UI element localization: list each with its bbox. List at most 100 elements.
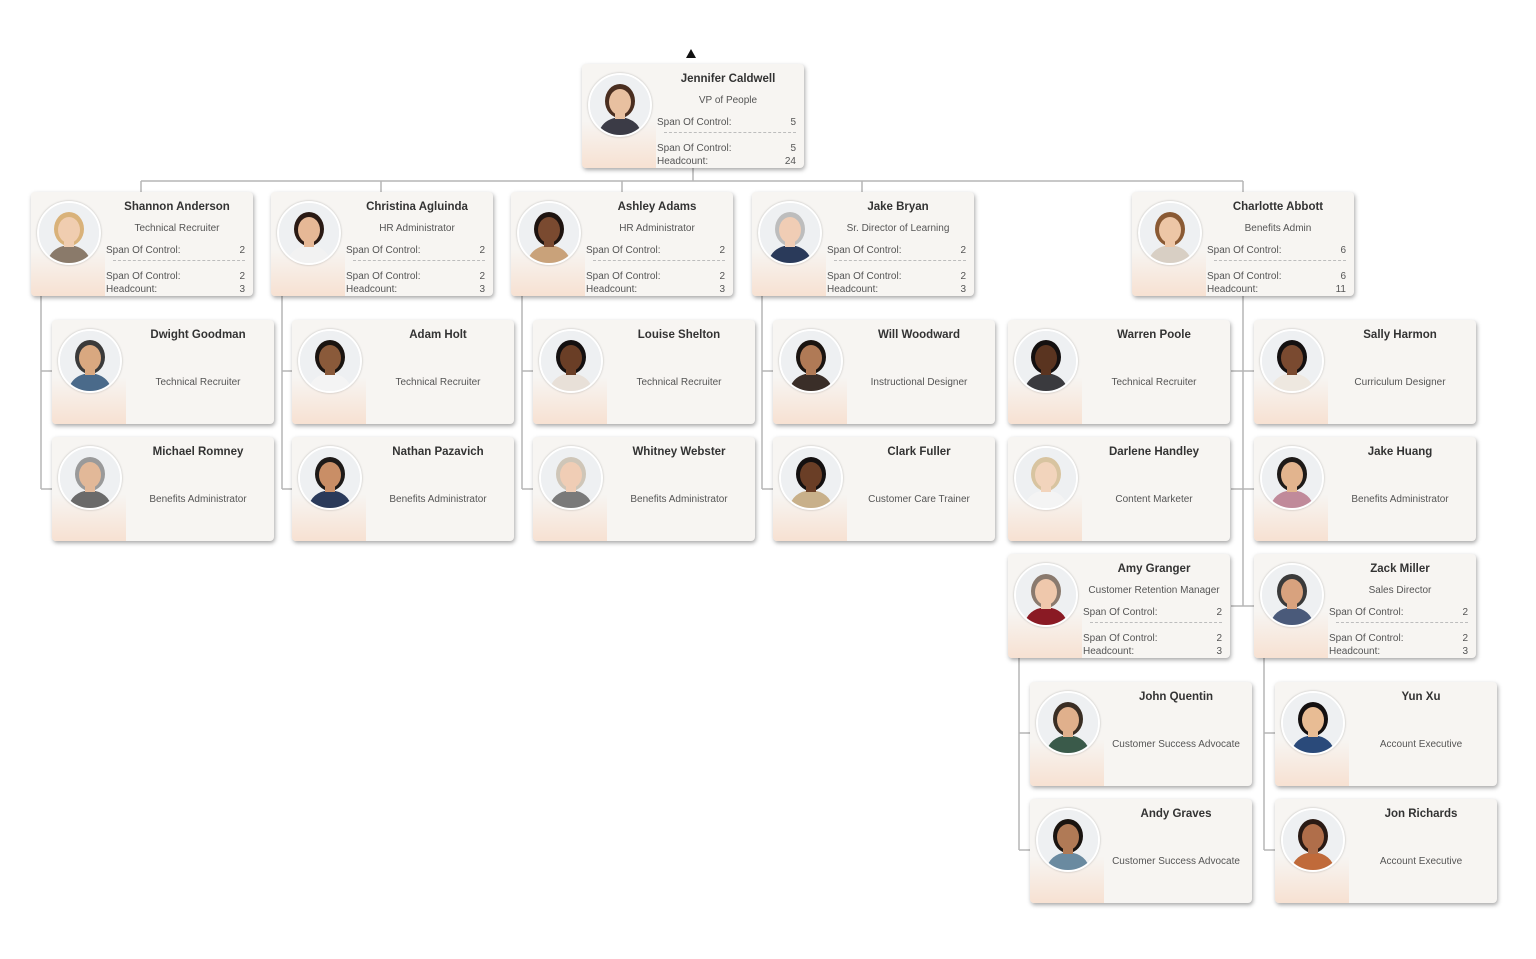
span-label: Span Of Control: [1329,607,1404,618]
employee-title: Technical Recruiter [636,377,722,388]
divider [113,260,245,261]
avatar [779,329,843,393]
avatar [539,329,603,393]
headcount-value: 24 [784,156,796,167]
employee-name: Michael Romney [152,446,244,458]
employee-name: Warren Poole [1117,329,1191,341]
span-of-control-total-row: Span Of Control:2 [346,271,485,282]
span-of-control-total-row: Span Of Control:2 [1329,633,1468,644]
headcount-row: Headcount:3 [106,284,245,295]
employee-name: Adam Holt [409,329,467,341]
headcount-label: Headcount: [586,284,638,295]
employee-title: VP of People [698,95,758,106]
divider [664,132,796,133]
span-of-control-row: Span Of Control:2 [827,245,966,256]
span-value: 6 [1340,245,1346,256]
headcount-label: Headcount: [106,284,158,295]
span-total-value: 2 [719,271,725,282]
employee-title: Customer Success Advocate [1112,856,1240,867]
span-total-value: 2 [1216,633,1222,644]
avatar [1260,563,1324,627]
divider [1090,622,1222,623]
span-of-control-total-row: Span Of Control:2 [1083,633,1222,644]
avatar [539,446,603,510]
employee-title: Technical Recruiter [134,223,220,234]
avatar [1014,563,1078,627]
employee-title: Benefits Administrator [149,494,247,505]
span-label: Span Of Control: [1207,245,1282,256]
divider [1214,260,1346,261]
span-total-value: 2 [960,271,966,282]
span-label: Span Of Control: [657,143,732,154]
triangle-up-icon[interactable] [686,49,696,58]
avatar [277,201,341,265]
employee-name: Yun Xu [1401,691,1441,703]
divider [593,260,725,261]
span-label: Span Of Control: [586,271,661,282]
span-of-control-row: Span Of Control:2 [586,245,725,256]
employee-title: Content Marketer [1115,494,1193,505]
avatar [58,446,122,510]
span-of-control-total-row: Span Of Control: 2 [827,271,966,282]
employee-title: Customer Care Trainer [868,494,970,505]
headcount-label: Headcount: [1083,646,1135,657]
employee-title: Sr. Director of Learning [846,223,950,234]
span-of-control-total-row: Span Of Control:6 [1207,271,1346,282]
employee-name: Zack Miller [1370,563,1430,575]
employee-title: Technical Recruiter [155,377,241,388]
employee-name: Sally Harmon [1363,329,1437,341]
span-label: Span Of Control: [827,271,902,282]
headcount-row: Headcount:24 [657,156,796,167]
divider [353,260,485,261]
headcount-row: Headcount:3 [1329,646,1468,657]
span-label: Span Of Control: [586,245,661,256]
employee-title: Benefits Administrator [630,494,728,505]
headcount-value: 3 [1216,646,1222,657]
employee-title: Sales Director [1368,585,1432,596]
employee-title: Technical Recruiter [1111,377,1197,388]
headcount-value: 11 [1335,284,1346,295]
employee-name: Clark Fuller [887,446,951,458]
span-value: 2 [960,245,966,256]
span-label: Span Of Control: [1207,271,1282,282]
employee-name: Dwight Goodman [150,329,246,341]
avatar [517,201,581,265]
employee-title: Account Executive [1379,856,1463,867]
span-value: 2 [1216,607,1222,618]
span-value: 5 [790,117,796,128]
headcount-row: Headcount:3 [827,284,966,295]
span-label: Span Of Control: [106,245,181,256]
avatar [1260,329,1324,393]
headcount-label: Headcount: [346,284,398,295]
employee-title: Benefits Admin [1244,223,1312,234]
avatar [58,329,122,393]
avatar [298,329,362,393]
employee-name: Charlotte Abbott [1232,201,1324,213]
avatar [588,73,652,137]
span-of-control-row: Span Of Control:2 [1329,607,1468,618]
